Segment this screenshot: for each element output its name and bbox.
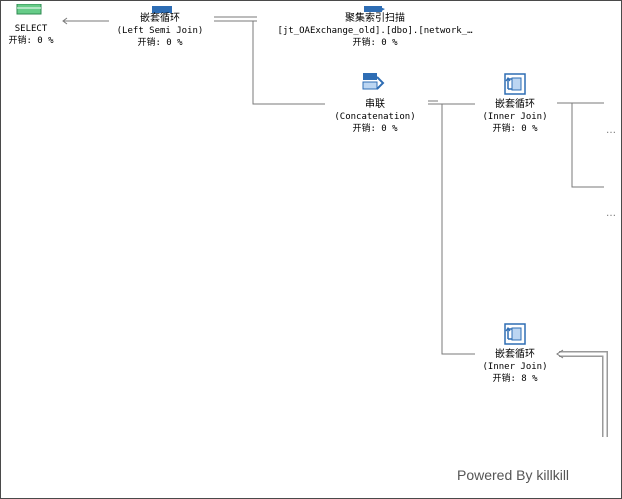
node-concat-cost: 开销: 0 % (352, 124, 398, 134)
link-inner2-thick-inner (559, 352, 607, 437)
concatenation-icon[interactable] (362, 71, 386, 95)
node-loop-inner-2-name: 嵌套循环 (495, 349, 535, 360)
node-loop-semi-sub: (Left Semi Join) (116, 26, 204, 36)
node-concat-name: 串联 (365, 99, 385, 110)
clipped-node-label: … (606, 208, 616, 219)
node-clustered-scan[interactable]: 聚集索引扫描 [jt_OAExchange_old].[dbo].[networ… (259, 13, 491, 49)
node-concat-sub: (Concatenation) (334, 112, 416, 122)
link-inner2-thick (559, 351, 608, 437)
node-select-name: SELECT (14, 24, 48, 34)
node-loop-semi-cost: 开销: 0 % (137, 38, 183, 48)
link-inner1-right-elbow (571, 103, 604, 188)
node-select[interactable]: SELECT 开销: 0 % (1, 23, 61, 47)
node-clustered-scan-sub: [jt_OAExchange_old].[dbo].[network_… (277, 26, 473, 36)
node-loop-inner-1[interactable]: 嵌套循环 (Inner Join) 开销: 0 % (471, 99, 559, 135)
node-loop-semi[interactable]: 嵌套循环 (Left Semi Join) 开销: 0 % (101, 13, 219, 49)
clustered-index-scan-icon[interactable] (362, 1, 386, 12)
node-loop-inner-1-cost: 开销: 0 % (492, 124, 538, 134)
node-loop-inner-1-sub: (Inner Join) (482, 112, 548, 122)
link-arrow-select (62, 17, 68, 25)
watermark: Powered By killkill (457, 467, 570, 483)
node-loop-inner-2-cost: 开销: 8 % (492, 374, 538, 384)
node-loop-inner-1-name: 嵌套循环 (495, 99, 535, 110)
node-loop-inner-2[interactable]: 嵌套循环 (Inner Join) 开销: 8 % (471, 349, 559, 385)
clipped-node-label: … (606, 125, 616, 136)
select-icon[interactable] (16, 1, 42, 15)
node-select-cost: 开销: 0 % (8, 36, 54, 46)
node-loop-inner-2-sub: (Inner Join) (482, 362, 548, 372)
node-loop-semi-name: 嵌套循环 (140, 13, 180, 24)
node-clustered-scan-name: 聚集索引扫描 (345, 13, 405, 24)
link-inner2-arrow (556, 349, 564, 359)
node-clustered-scan-cost: 开销: 0 % (352, 38, 398, 48)
nested-loop-icon[interactable] (503, 72, 527, 96)
nested-loop-icon[interactable] (150, 1, 174, 13)
nested-loop-icon[interactable] (503, 322, 527, 346)
node-concat[interactable]: 串联 (Concatenation) 开销: 0 % (321, 99, 429, 135)
link-loop-semi-concat (252, 21, 325, 105)
link-concat-inner2 (441, 104, 475, 355)
